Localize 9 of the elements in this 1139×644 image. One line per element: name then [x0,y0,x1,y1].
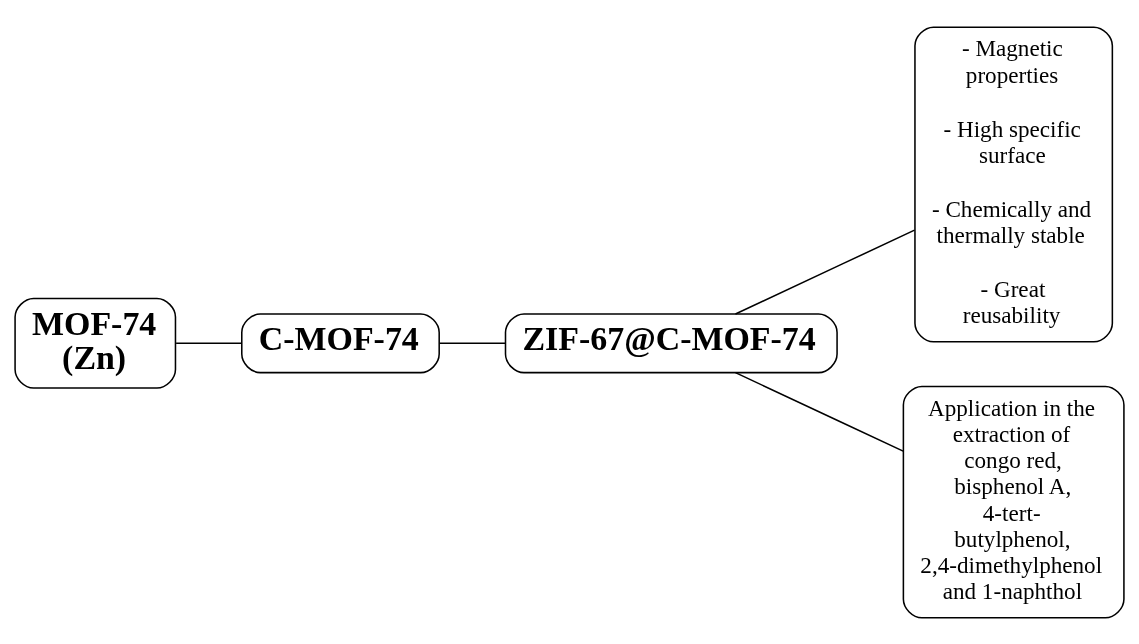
node-box: MOF-74 (Zn) [14,297,177,389]
node-box: ZIF-67@C-MOF-74 [504,312,838,373]
node-box: - Magnetic properties - High specific surface - Chemically and thermally stable - Great reusability [914,25,1114,343]
connector [438,342,506,344]
connector [734,228,916,315]
connector [175,342,243,344]
connector [734,371,904,452]
node-box: C-MOF-74 [241,312,440,373]
node-box: Application in the extraction of congo red, bisphenol A, 4-tert-butylphenol, 2,4-dimethylphenol and 1-naphthol [902,385,1125,619]
